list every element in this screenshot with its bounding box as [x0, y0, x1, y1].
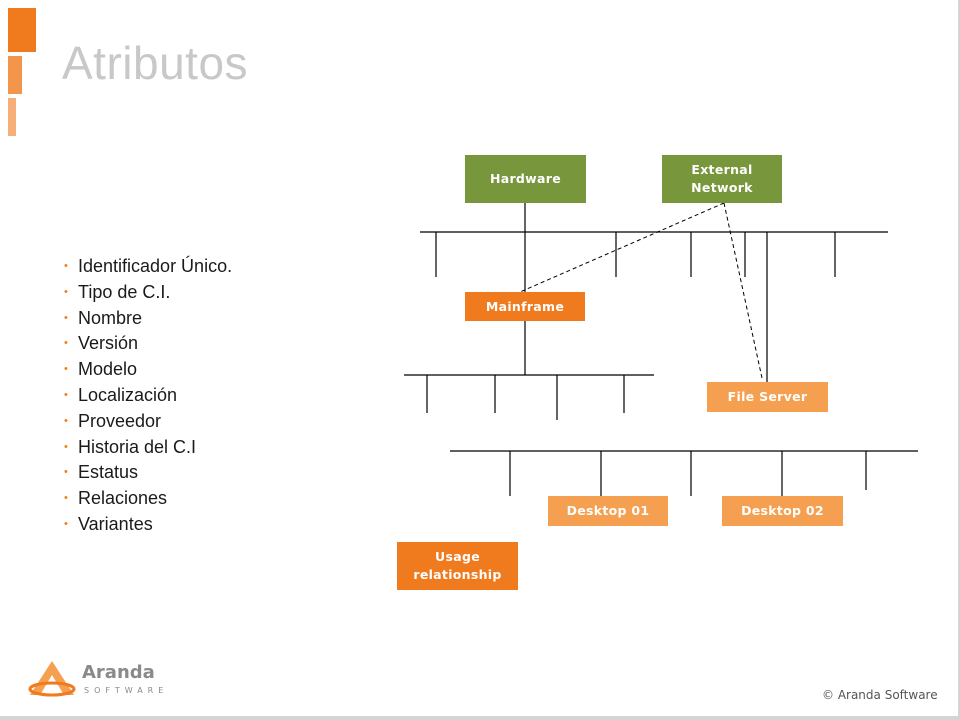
list-item: Relaciones	[64, 486, 232, 512]
list-item: Versión	[64, 331, 232, 357]
desktop-01-node: Desktop 01	[548, 496, 668, 526]
list-item: Proveedor	[64, 409, 232, 435]
aranda-logo-icon	[28, 661, 76, 697]
hardware-node: Hardware	[465, 155, 586, 203]
list-item: Localización	[64, 383, 232, 409]
attribute-list: Identificador Único. Tipo de C.I. Nombre…	[64, 254, 232, 538]
external-network-node: External Network	[662, 155, 782, 203]
accent-bar-top	[8, 8, 36, 52]
desktop-02-node: Desktop 02	[722, 496, 843, 526]
logo-subtitle: SOFTWARE	[84, 686, 169, 695]
file-server-node: File Server	[707, 382, 828, 412]
list-item: Variantes	[64, 512, 232, 538]
list-item: Tipo de C.I.	[64, 280, 232, 306]
usage-relationship-node: Usage relationship	[397, 542, 518, 590]
list-item: Nombre	[64, 306, 232, 332]
logo-name: Aranda	[82, 662, 155, 683]
list-item: Identificador Único.	[64, 254, 232, 280]
slide-title: Atributos	[62, 37, 249, 89]
list-item: Historia del C.I	[64, 435, 232, 461]
list-item: Estatus	[64, 460, 232, 486]
mainframe-node: Mainframe	[465, 292, 585, 321]
copyright-text: © Aranda Software	[822, 688, 938, 702]
list-item: Modelo	[64, 357, 232, 383]
accent-bar-bottom	[8, 98, 16, 136]
accent-bar-middle	[8, 56, 22, 94]
